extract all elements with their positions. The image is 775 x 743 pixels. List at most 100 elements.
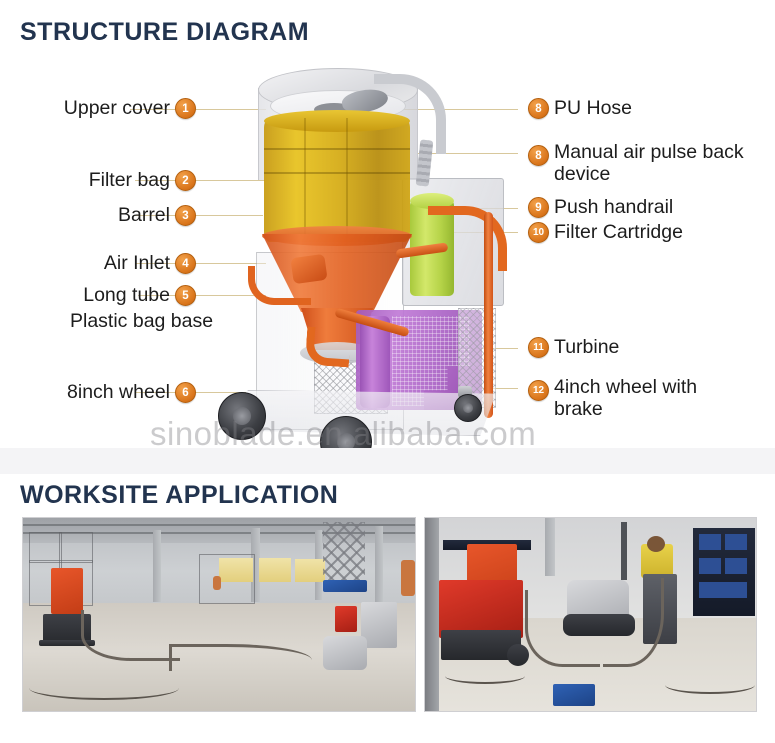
photo-window <box>219 558 253 582</box>
photo-cable <box>445 668 525 684</box>
diagram-label-barrel: Barrel 3 <box>0 204 196 227</box>
diagram-label-filter-cartridge: 10 Filter Cartridge <box>528 221 683 244</box>
8inch-wheel-part <box>218 392 266 440</box>
photo-vacuum-body <box>51 568 83 614</box>
diagram-label-pu-hose: 8 PU Hose <box>528 97 633 120</box>
worksite-photo-left <box>22 517 416 712</box>
diagram-label-turbine: 11 Turbine <box>528 336 620 359</box>
leader-line-3 <box>135 215 263 216</box>
structure-diagram-figure: sinoblade.en.alibaba.com Upper cover 1 F… <box>0 60 775 468</box>
photo-grinder-head <box>323 636 367 670</box>
label-text: Manual air pulse back device <box>554 141 744 185</box>
diagram-label-upper-cover: Upper cover 1 <box>0 97 196 120</box>
diagram-sublabel-plastic-bag-base: Plastic bag base <box>70 310 214 332</box>
4inch-wheel-with-brake-part <box>454 394 482 422</box>
leader-line-2 <box>135 180 265 181</box>
photo-crate <box>725 558 747 574</box>
photo-hose <box>603 578 664 667</box>
label-text: PU Hose <box>554 97 633 119</box>
wheel-hub <box>463 403 473 413</box>
photo-column <box>425 518 439 711</box>
label-badge-10: 10 <box>528 222 549 244</box>
label-badge-3: 3 <box>175 205 196 227</box>
filter-bag-band <box>264 148 410 150</box>
filter-bag-seam <box>346 118 348 242</box>
label-text: 8inch wheel <box>67 381 170 403</box>
label-badge-8: 8 <box>528 98 549 120</box>
label-text: Long tube <box>83 284 170 306</box>
photo-grinder-body <box>361 602 397 648</box>
push-handrail-part <box>484 212 493 418</box>
photo-operator-head <box>647 536 665 552</box>
label-text: Barrel <box>117 204 170 226</box>
label-text: Air Inlet <box>103 252 170 274</box>
diagram-label-manual-air-pulse: 8 Manual air pulse back device <box>528 141 768 186</box>
label-text: Push handrail <box>554 196 674 218</box>
section-divider <box>0 448 775 474</box>
label-text: Turbine <box>554 336 620 358</box>
photo-scaffold <box>199 554 255 604</box>
photo-cable <box>29 676 179 700</box>
leader-line-5 <box>138 295 266 296</box>
photo-grinder-motor <box>335 606 357 632</box>
leader-line-1 <box>130 109 266 110</box>
photo-hose <box>81 610 180 661</box>
photo-lift-base <box>323 580 367 592</box>
diagram-label-long-tube: Long tube 5 <box>0 284 196 307</box>
photo-vacuum-wheels <box>39 640 95 646</box>
leader-line-4 <box>136 263 266 264</box>
label-badge-12: 12 <box>528 380 549 401</box>
filter-bag-seam <box>304 118 306 242</box>
label-badge-1: 1 <box>175 98 196 120</box>
wheel-hub <box>233 407 251 425</box>
photo-column <box>545 518 555 576</box>
photo-scissor-lift <box>323 522 365 584</box>
diagram-label-4inch-wheel: 12 4inch wheel with brake <box>528 376 764 421</box>
plastic-bag-base-part <box>300 342 374 364</box>
photo-hose <box>169 644 312 671</box>
photo-vacuum-wheel <box>507 644 529 666</box>
diagram-label-8inch-wheel: 8inch wheel 6 <box>0 381 196 404</box>
photo-crate <box>699 582 747 598</box>
photo-crate <box>699 534 721 550</box>
photo-pole <box>621 522 627 580</box>
label-badge-8b: 8 <box>528 145 549 166</box>
filter-bag-rim <box>264 110 410 132</box>
diagram-label-air-inlet: Air Inlet 4 <box>0 252 196 275</box>
photo-column <box>375 526 383 602</box>
push-handrail-curve <box>428 206 507 271</box>
photo-window <box>295 559 325 582</box>
photo-worker <box>213 576 221 590</box>
wheel-hub <box>337 433 355 451</box>
photo-hose <box>525 590 600 667</box>
filter-bag-part <box>264 118 410 242</box>
label-badge-6: 6 <box>175 382 196 404</box>
structure-diagram-title: STRUCTURE DIAGRAM <box>20 18 310 46</box>
photo-crate <box>725 534 747 550</box>
label-text: 4inch wheel with brake <box>554 376 698 420</box>
leader-line-8b <box>418 153 518 154</box>
photo-beam <box>23 524 415 526</box>
filter-bag-band <box>264 172 410 174</box>
worksite-photo-right <box>424 517 757 712</box>
photo-vacuum-frame <box>439 580 523 638</box>
photo-beam <box>23 532 415 534</box>
photo-blue-box <box>553 684 595 706</box>
label-text: Filter bag <box>88 169 170 191</box>
pu-hose-part <box>374 74 446 154</box>
label-badge-9: 9 <box>528 197 549 219</box>
photo-column <box>153 530 161 602</box>
label-badge-4: 4 <box>175 253 196 275</box>
label-text: Filter Cartridge <box>554 221 683 243</box>
industrial-vacuum-illustration <box>196 60 526 468</box>
photo-cable <box>665 676 755 694</box>
air-inlet-pipe <box>248 266 311 305</box>
photo-window <box>259 558 291 582</box>
worksite-application-title: WORKSITE APPLICATION <box>20 481 339 509</box>
diagram-label-push-handrail: 9 Push handrail <box>528 196 674 219</box>
label-badge-11: 11 <box>528 337 549 359</box>
label-text: Upper cover <box>63 97 170 119</box>
label-badge-5: 5 <box>175 285 196 307</box>
diagram-label-filter-bag: Filter bag 2 <box>0 169 196 192</box>
photo-column <box>251 528 260 602</box>
